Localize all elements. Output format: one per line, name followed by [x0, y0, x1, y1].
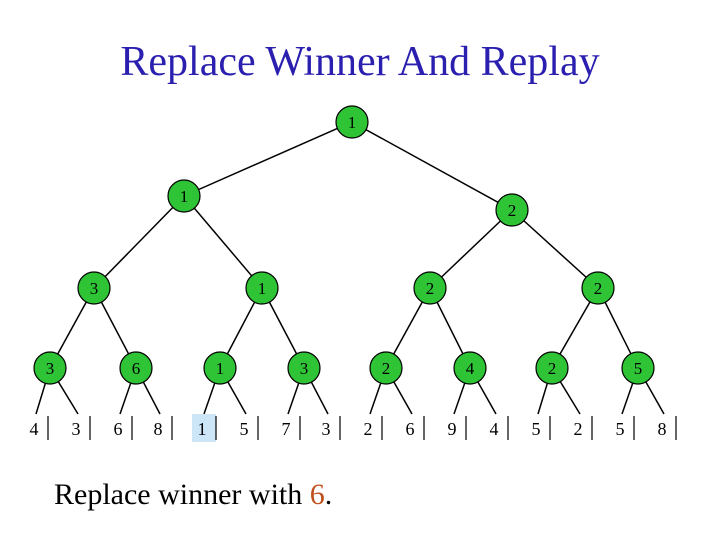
node-value: 1: [258, 279, 267, 298]
tree-node: 1: [335, 105, 369, 139]
tree-node: 3: [33, 351, 67, 385]
node-value: 2: [382, 359, 391, 378]
node-value: 2: [508, 201, 517, 220]
leaf-value: 2: [574, 419, 583, 439]
tree-node: 1: [245, 271, 279, 305]
leaf-value: 3: [322, 419, 331, 439]
node-circle: [453, 351, 487, 385]
leaf-value: 5: [532, 419, 541, 439]
leaf-cell: 2: [364, 416, 383, 440]
node-value: 3: [300, 359, 309, 378]
tree-node: 1: [167, 179, 201, 213]
tree-node: 2: [413, 271, 447, 305]
node-value: 5: [634, 359, 643, 378]
node-value: 4: [466, 359, 475, 378]
leaf-value: 2: [364, 419, 373, 439]
tree-node: 6: [119, 351, 153, 385]
leaf-cell: 5: [532, 416, 551, 440]
leaf-value: 5: [240, 419, 249, 439]
tree-node: 2: [581, 271, 615, 305]
leaf-highlight: [192, 414, 216, 442]
node-circle: [621, 351, 655, 385]
node-value: 1: [348, 113, 357, 132]
node-value: 6: [132, 359, 141, 378]
tree-edge: [183, 195, 263, 289]
node-value: 2: [426, 279, 435, 298]
leaf-cell: 8: [154, 416, 173, 440]
leaf-cell: 3: [322, 416, 341, 440]
leaf-cell: 7: [282, 416, 301, 440]
node-circle: [369, 351, 403, 385]
node-circle: [495, 193, 529, 227]
leaf-value: 8: [658, 419, 667, 439]
node-circle: [119, 351, 153, 385]
node-circle: [581, 271, 615, 305]
leaf-cell: 5: [616, 416, 635, 440]
leaf-cell: 4: [490, 416, 509, 440]
leaf-value: 3: [72, 419, 81, 439]
node-circle: [77, 271, 111, 305]
caption-suffix: .: [324, 478, 333, 511]
leaf-value: 7: [282, 419, 291, 439]
tree-edge: [93, 195, 185, 289]
leaf-cell: 8: [658, 416, 677, 440]
leaf-value: 1: [198, 419, 207, 439]
page-title: Replace Winner And Replay: [120, 39, 600, 85]
leaf-value: 8: [154, 419, 163, 439]
leaf-cell: 6: [114, 416, 133, 440]
tree-node: 2: [369, 351, 403, 385]
leaf-cell: 9: [448, 416, 467, 440]
node-circle: [203, 351, 237, 385]
node-circle: [413, 271, 447, 305]
caption-prefix: Replace winner with: [54, 478, 310, 511]
node-value: 2: [594, 279, 603, 298]
caption-value: 6: [309, 478, 325, 511]
tree-edge: [511, 209, 599, 289]
node-circle: [335, 105, 369, 139]
node-circle: [535, 351, 569, 385]
leaf-value: 5: [616, 419, 625, 439]
leaf-cell: 6: [406, 416, 425, 440]
leaf-cell: 5: [240, 416, 259, 440]
tree-node: 2: [535, 351, 569, 385]
node-value: 3: [90, 279, 99, 298]
leaf-cell: 2: [574, 416, 593, 440]
leaf-cell: 4: [30, 416, 49, 440]
leaf-cell: 3: [72, 416, 91, 440]
node-circle: [33, 351, 67, 385]
leaf-value: 9: [448, 419, 457, 439]
tree-node: 5: [621, 351, 655, 385]
tree-nodes: 1 1 2 3 1 2 2 3 6 1 3 2 4 2 5: [33, 105, 655, 385]
leaf-value: 6: [114, 419, 123, 439]
leaf-value: 4: [490, 419, 499, 439]
tree-edge: [183, 121, 353, 197]
tree-node: 1: [203, 351, 237, 385]
node-value: 2: [548, 359, 557, 378]
leaf-row: 4 3 6 8 1 5 7 3 2 6 9 4 5 2 5 8: [30, 414, 677, 442]
leaf-value: 4: [30, 419, 39, 439]
node-circle: [167, 179, 201, 213]
leaf-value: 6: [406, 419, 415, 439]
node-circle: [245, 271, 279, 305]
tree-node: 2: [495, 193, 529, 227]
leaf-cell: 1: [192, 414, 217, 442]
tree-edge: [429, 209, 513, 289]
caption: Replace winner with 6.: [54, 478, 332, 512]
tree-edge: [351, 121, 513, 211]
node-circle: [287, 351, 321, 385]
node-value: 1: [180, 187, 189, 206]
tree-node: 4: [453, 351, 487, 385]
node-value: 3: [46, 359, 55, 378]
tree-node: 3: [77, 271, 111, 305]
node-value: 1: [216, 359, 225, 378]
tree-node: 3: [287, 351, 321, 385]
